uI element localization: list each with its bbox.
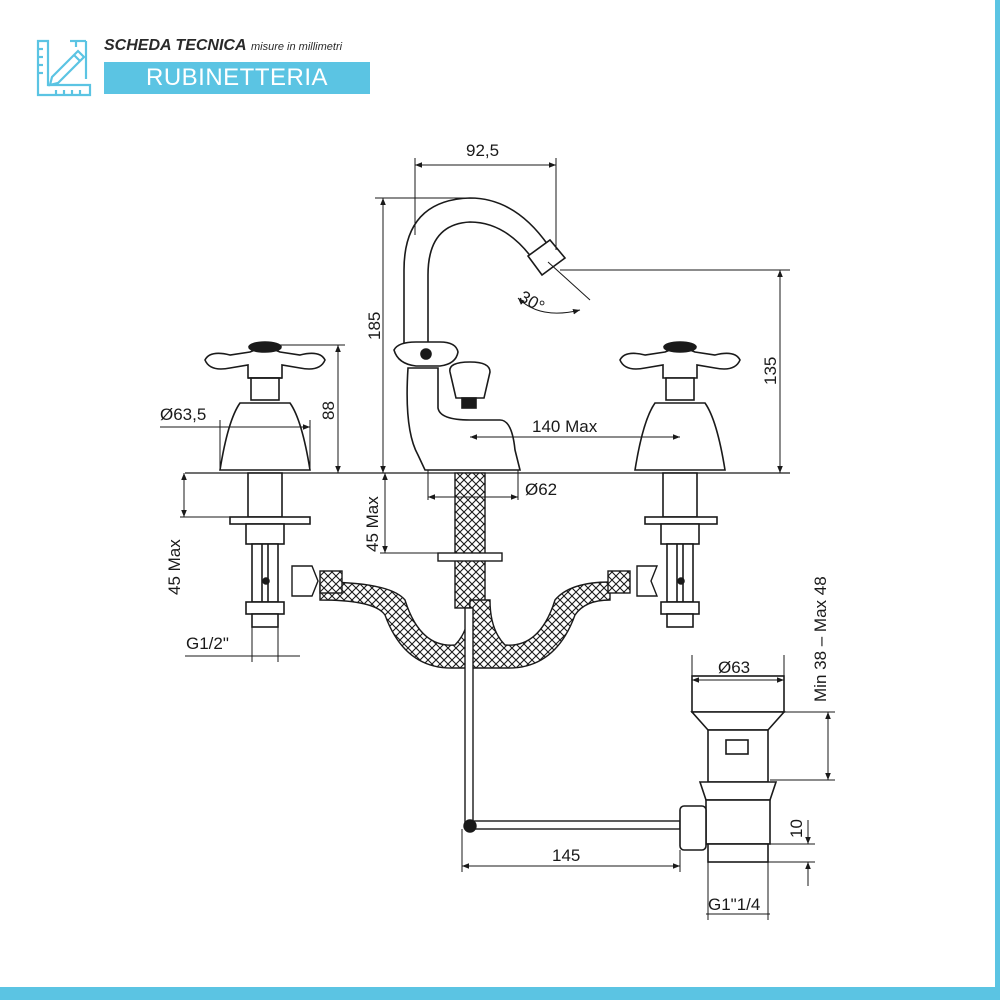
dim-drain-range: Min 38 – Max 48 [811, 576, 830, 702]
pop-up-drain [679, 675, 786, 863]
dim-drain-thread-height: 10 [787, 819, 806, 838]
dim-height-total: 185 [365, 312, 384, 340]
dim-deck-thickness-center: 45 Max [363, 496, 382, 552]
drafting-ruler-pencil-icon [36, 39, 92, 97]
dim-handle-diameter: Ø63,5 [160, 405, 206, 424]
header-title: SCHEDA TECNICA misure in millimetri [104, 37, 342, 55]
dimension-lines [160, 158, 835, 920]
left-cross-handle [204, 341, 326, 628]
dim-center-distance: 140 Max [532, 417, 598, 436]
right-cross-handle [619, 341, 741, 628]
dim-drain-thread: G1"1/4 [708, 895, 760, 914]
category-banner: RUBINETTERIA [104, 62, 370, 94]
header: SCHEDA TECNICA misure in millimetri RUBI… [34, 36, 374, 97]
subtitle-text: misure in millimetri [250, 41, 343, 53]
title-text: SCHEDA TECNICA [104, 37, 247, 54]
spout-body [393, 197, 567, 471]
dim-drain-diameter: Ø63 [718, 658, 750, 677]
dim-base-diameter: Ø62 [525, 480, 557, 499]
dim-drain-lever: 145 [552, 846, 580, 865]
dim-deck-thickness-left: 45 Max [165, 539, 184, 595]
dim-spout-reach: 92,5 [466, 141, 499, 160]
braided-hoses [291, 472, 659, 669]
dim-spout-height: 135 [761, 357, 780, 385]
dim-inlet-thread: G1/2" [186, 634, 229, 653]
dim-handle-height: 88 [319, 401, 338, 420]
